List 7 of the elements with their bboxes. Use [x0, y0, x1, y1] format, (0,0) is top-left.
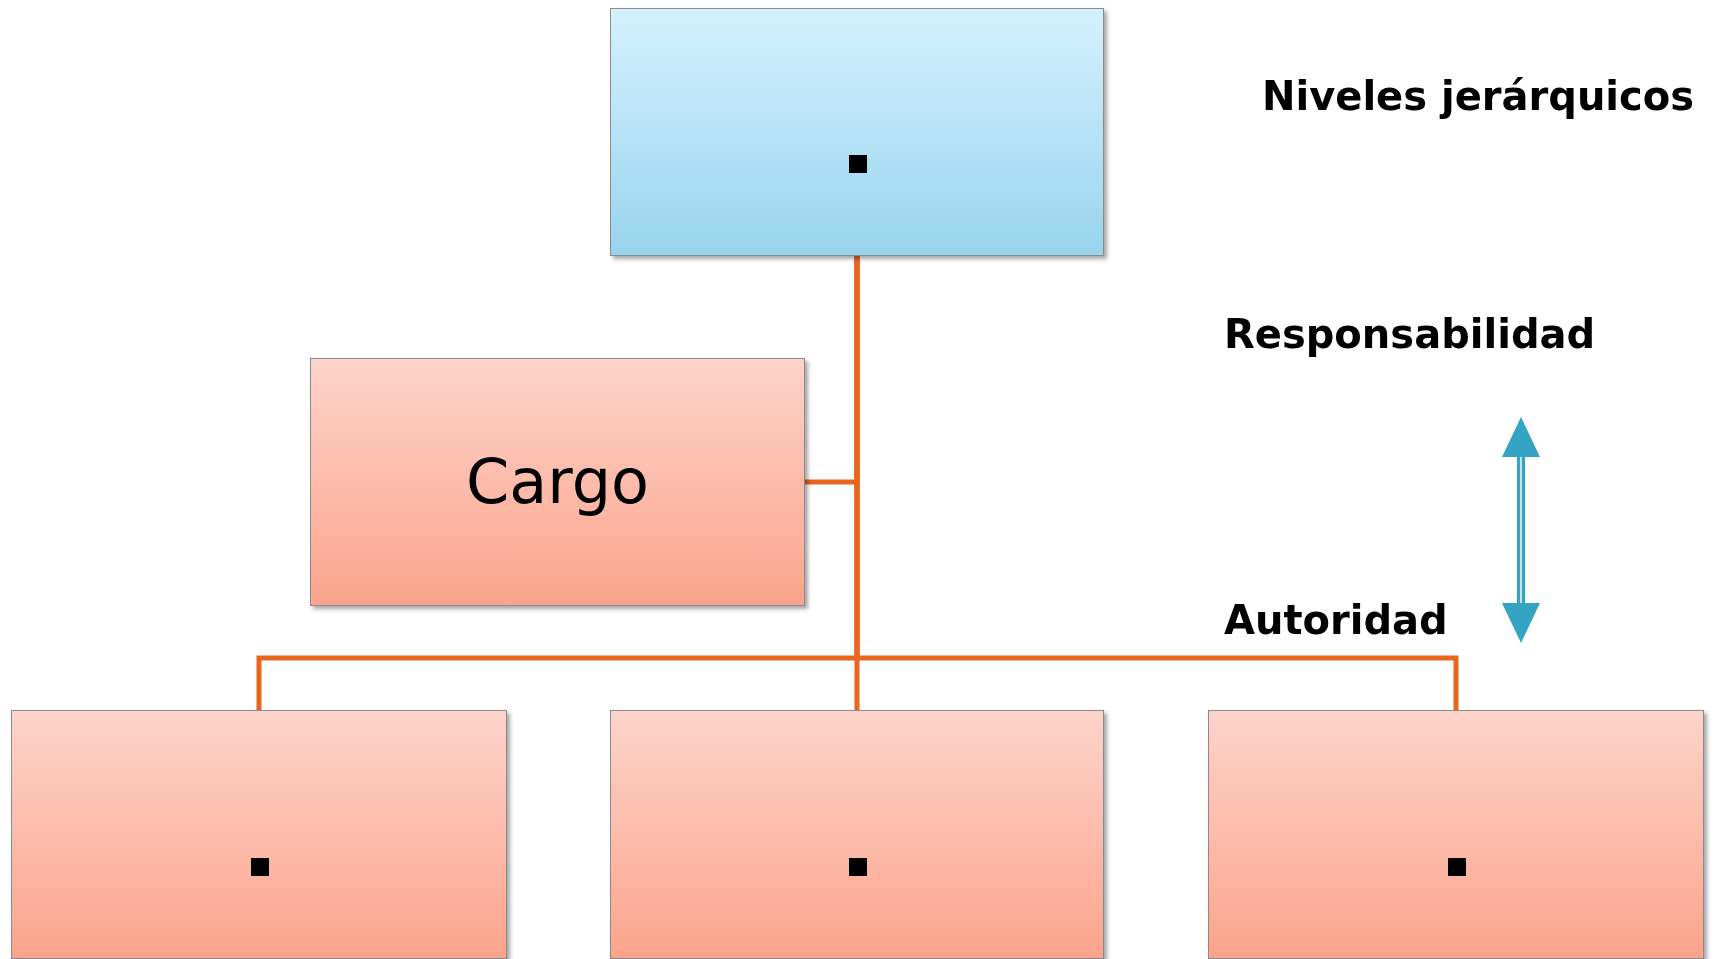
empty-box: [11, 710, 507, 959]
empty-box: [1208, 710, 1704, 959]
position-box: [310, 358, 805, 606]
empty-box: [610, 8, 1104, 256]
side-label: Autoridad: [1224, 600, 1448, 640]
empty-box: [610, 710, 1104, 959]
connector-line: [854, 256, 1459, 710]
